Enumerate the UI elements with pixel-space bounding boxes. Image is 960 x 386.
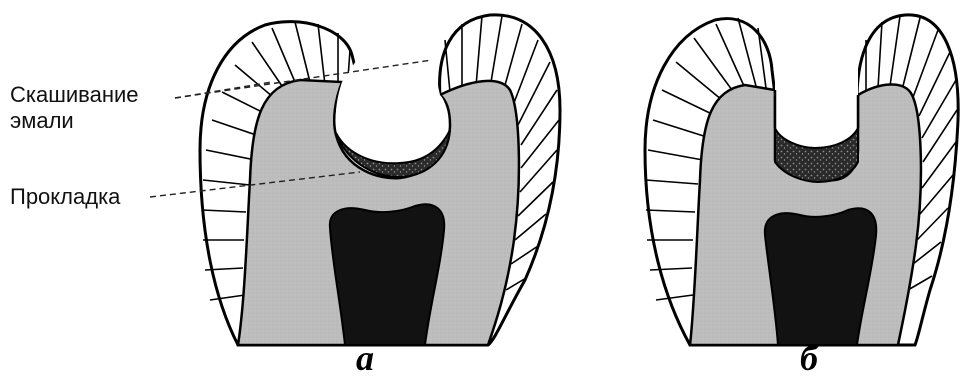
- cavity-b: [775, 60, 858, 148]
- tooth-a: [200, 15, 560, 345]
- tooth-b: [645, 15, 958, 345]
- label-enamel-bevel-line2: эмали: [10, 108, 139, 134]
- pulp-b: [765, 208, 876, 345]
- cavity-a: [336, 50, 447, 166]
- panel-label-a: а: [356, 337, 374, 379]
- label-enamel-bevel: Скашивание эмали: [10, 82, 139, 134]
- label-enamel-bevel-line1: Скашивание: [10, 82, 139, 108]
- label-liner: Прокладка: [10, 184, 120, 210]
- pulp-a: [330, 204, 444, 345]
- panel-label-b: б: [800, 337, 818, 379]
